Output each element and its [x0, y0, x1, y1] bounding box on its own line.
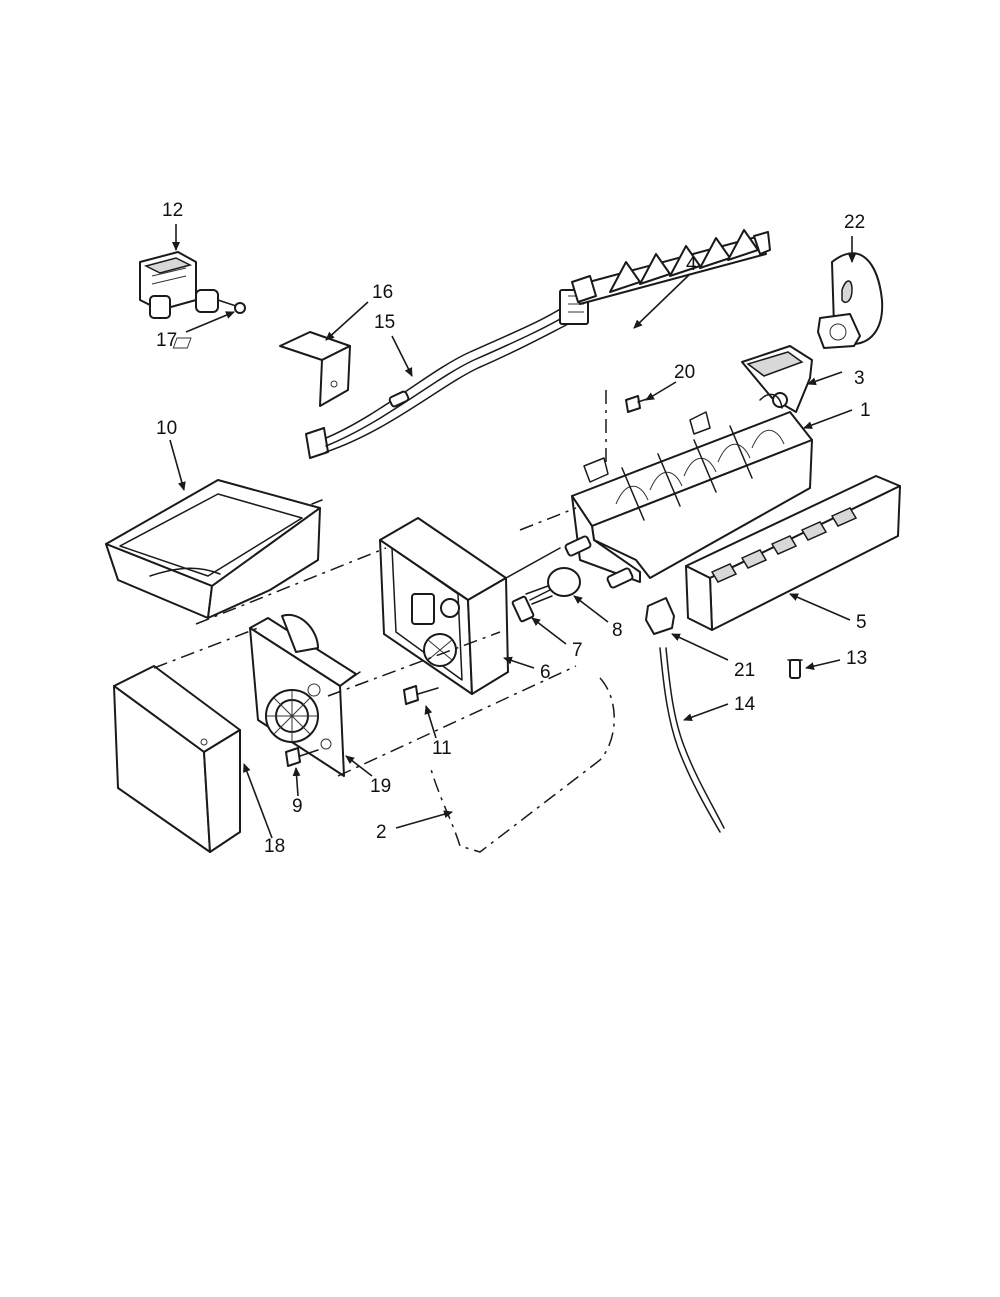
shutoff-cover-part — [817, 252, 884, 349]
callout-13: 13 — [846, 648, 867, 669]
callout-22: 22 — [844, 212, 865, 233]
callout-16: 16 — [372, 282, 393, 303]
callout-14: 14 — [734, 694, 756, 715]
screw-9-part — [285, 747, 319, 767]
ice-mold-front-part — [685, 475, 901, 631]
pin-part — [787, 659, 803, 679]
assembly-alignment-lines — [153, 390, 607, 777]
mold-pins-part — [564, 535, 634, 589]
callout-21: 21 — [734, 660, 755, 681]
thermostat-bracket-part — [741, 345, 813, 413]
callout-8: 8 — [612, 620, 623, 641]
water-valve-part — [139, 251, 246, 319]
callout-10: 10 — [156, 418, 177, 439]
callout-labels: 12 17 16 15 10 4 20 22 3 1 5 8 7 6 21 13… — [156, 200, 871, 857]
control-cover-part — [113, 665, 241, 853]
callout-11: 11 — [432, 738, 452, 759]
callout-3: 3 — [854, 368, 865, 389]
thermostat-part — [511, 589, 551, 623]
callout-9: 9 — [292, 796, 303, 817]
wiring-part — [429, 677, 615, 853]
ejector-part — [571, 229, 771, 305]
control-mount-part — [249, 613, 361, 777]
callout-5: 5 — [856, 612, 867, 633]
callout-15: 15 — [374, 312, 395, 333]
ice-bin-part — [105, 479, 323, 619]
wire-harness-part — [305, 289, 589, 459]
callout-2: 2 — [376, 822, 387, 843]
callout-6: 6 — [540, 662, 551, 683]
control-housing-part — [379, 517, 561, 695]
heater-part — [525, 567, 581, 605]
screw-11-part — [403, 685, 439, 705]
leader-arrows — [169, 224, 856, 839]
callout-20: 20 — [674, 362, 695, 383]
callout-18: 18 — [264, 836, 285, 857]
bracket-part — [172, 331, 351, 407]
callout-17: 17 — [156, 330, 177, 351]
callout-19: 19 — [370, 776, 391, 797]
callout-4: 4 — [686, 254, 697, 275]
callout-1: 1 — [860, 400, 871, 421]
clip-part — [645, 597, 675, 635]
fill-tube-part — [659, 647, 725, 833]
ice-mold-part — [571, 393, 813, 583]
mounting-screw-part — [625, 395, 651, 413]
callout-12: 12 — [162, 200, 183, 221]
callout-7: 7 — [572, 640, 583, 661]
